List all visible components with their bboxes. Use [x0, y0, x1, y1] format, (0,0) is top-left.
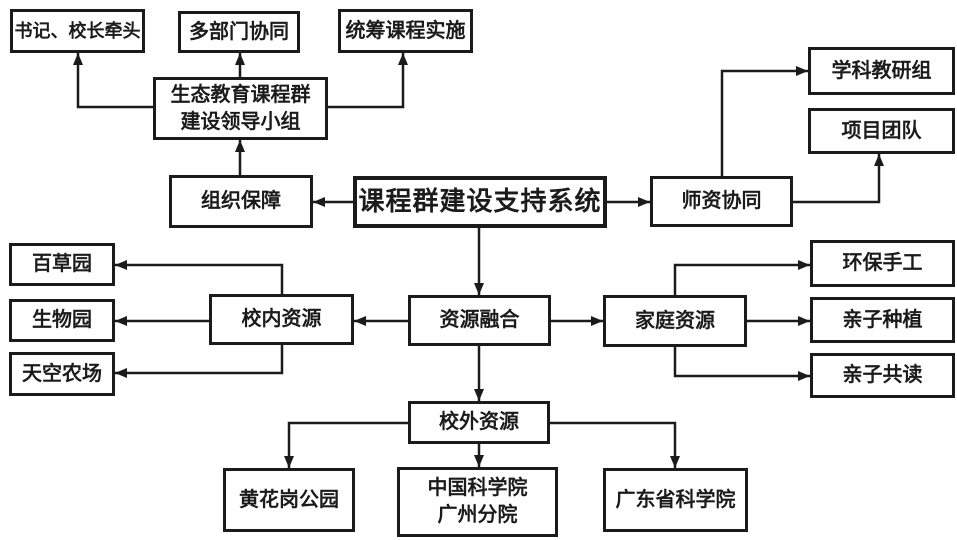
node-teacher-collaboration: 师资协同: [650, 176, 793, 227]
node-parent-child-reading: 亲子共读: [810, 353, 955, 398]
node-coordinate-implementation: 统筹课程实施: [338, 9, 473, 53]
connector-off-campus-to-huanghuagang-park: [284, 421, 408, 468]
node-guangdong-academy-of-sciences: 广东省科学院: [603, 468, 748, 532]
node-coordinate-implementation-label: 统筹课程实施: [345, 19, 466, 42]
node-teacher-collaboration-label: 师资协同: [681, 190, 762, 212]
connector-leading-group-to-coordinate-implementation: [328, 53, 408, 109]
connector-family-to-parent-child-reading: [673, 347, 810, 381]
node-organizational-support-label: 组织保障: [201, 190, 281, 212]
node-eco-handicraft: 环保手工: [810, 240, 955, 287]
node-parent-child-planting-label: 亲子种植: [842, 308, 923, 331]
connector-off-campus-to-guangdong-academy: [550, 421, 680, 468]
node-biology-garden-label: 生物园: [32, 309, 92, 331]
node-guangdong-academy-of-sciences-label: 广东省科学院: [615, 488, 736, 511]
node-leading-group: 生态教育课程群 建设领导小组: [153, 77, 328, 140]
connector-on-campus-to-herb-garden: [115, 260, 284, 294]
node-cas-guangzhou-branch: 中国科学院 广州分院: [397, 467, 558, 537]
node-secretary-principal-lead-label: 书记、校长牵头: [14, 20, 141, 41]
connector-leading-group-to-secretary-principal-lead: [73, 53, 153, 109]
node-sky-farm-label: 天空农场: [22, 362, 102, 385]
node-support-system-label: 课程群建设支持系统: [358, 186, 602, 217]
node-sky-farm: 天空农场: [9, 352, 115, 396]
node-huanghuagang-park: 黄花岗公园: [223, 468, 355, 532]
node-secretary-principal-lead: 书记、校长牵头: [10, 9, 145, 53]
node-cas-guangzhou-branch-label: 中国科学院 广州分院: [427, 477, 528, 526]
node-project-team: 项目团队: [808, 108, 955, 154]
connector-family-to-eco-handicraft: [673, 260, 810, 295]
node-eco-handicraft-label: 环保手工: [842, 252, 923, 274]
node-subject-research-group-label: 学科教研组: [831, 59, 932, 82]
node-parent-child-reading-label: 亲子共读: [842, 364, 923, 386]
node-on-campus-resources: 校内资源: [209, 294, 354, 345]
node-family-resources-label: 家庭资源: [635, 309, 715, 332]
node-subject-research-group: 学科教研组: [808, 47, 955, 95]
node-support-system: 课程群建设支持系统: [353, 176, 607, 228]
node-off-campus-resources-label: 校外资源: [439, 411, 519, 433]
node-family-resources: 家庭资源: [603, 295, 747, 347]
node-parent-child-planting: 亲子种植: [810, 297, 955, 343]
node-herb-garden-label: 百草园: [32, 253, 92, 275]
node-resource-integration-label: 资源融合: [439, 309, 520, 331]
node-project-team-label: 项目团队: [841, 119, 922, 142]
node-organizational-support: 组织保障: [169, 175, 313, 228]
node-biology-garden: 生物园: [9, 299, 115, 342]
node-multi-department-collaboration-label: 多部门协同: [189, 20, 289, 43]
node-resource-integration: 资源融合: [408, 295, 551, 346]
connector-on-campus-to-sky-farm: [115, 345, 284, 378]
node-on-campus-resources-label: 校内资源: [241, 308, 322, 330]
connector-teacher-collaboration-to-project-team: [793, 154, 884, 204]
connector-teacher-collaboration-to-subject-research-group: [720, 66, 808, 176]
node-multi-department-collaboration: 多部门协同: [178, 11, 300, 53]
node-leading-group-label: 生态教育课程群 建设领导小组: [170, 83, 311, 133]
node-off-campus-resources: 校外资源: [408, 401, 550, 444]
node-herb-garden: 百草园: [9, 243, 115, 286]
node-huanghuagang-park-label: 黄花岗公园: [239, 488, 339, 511]
